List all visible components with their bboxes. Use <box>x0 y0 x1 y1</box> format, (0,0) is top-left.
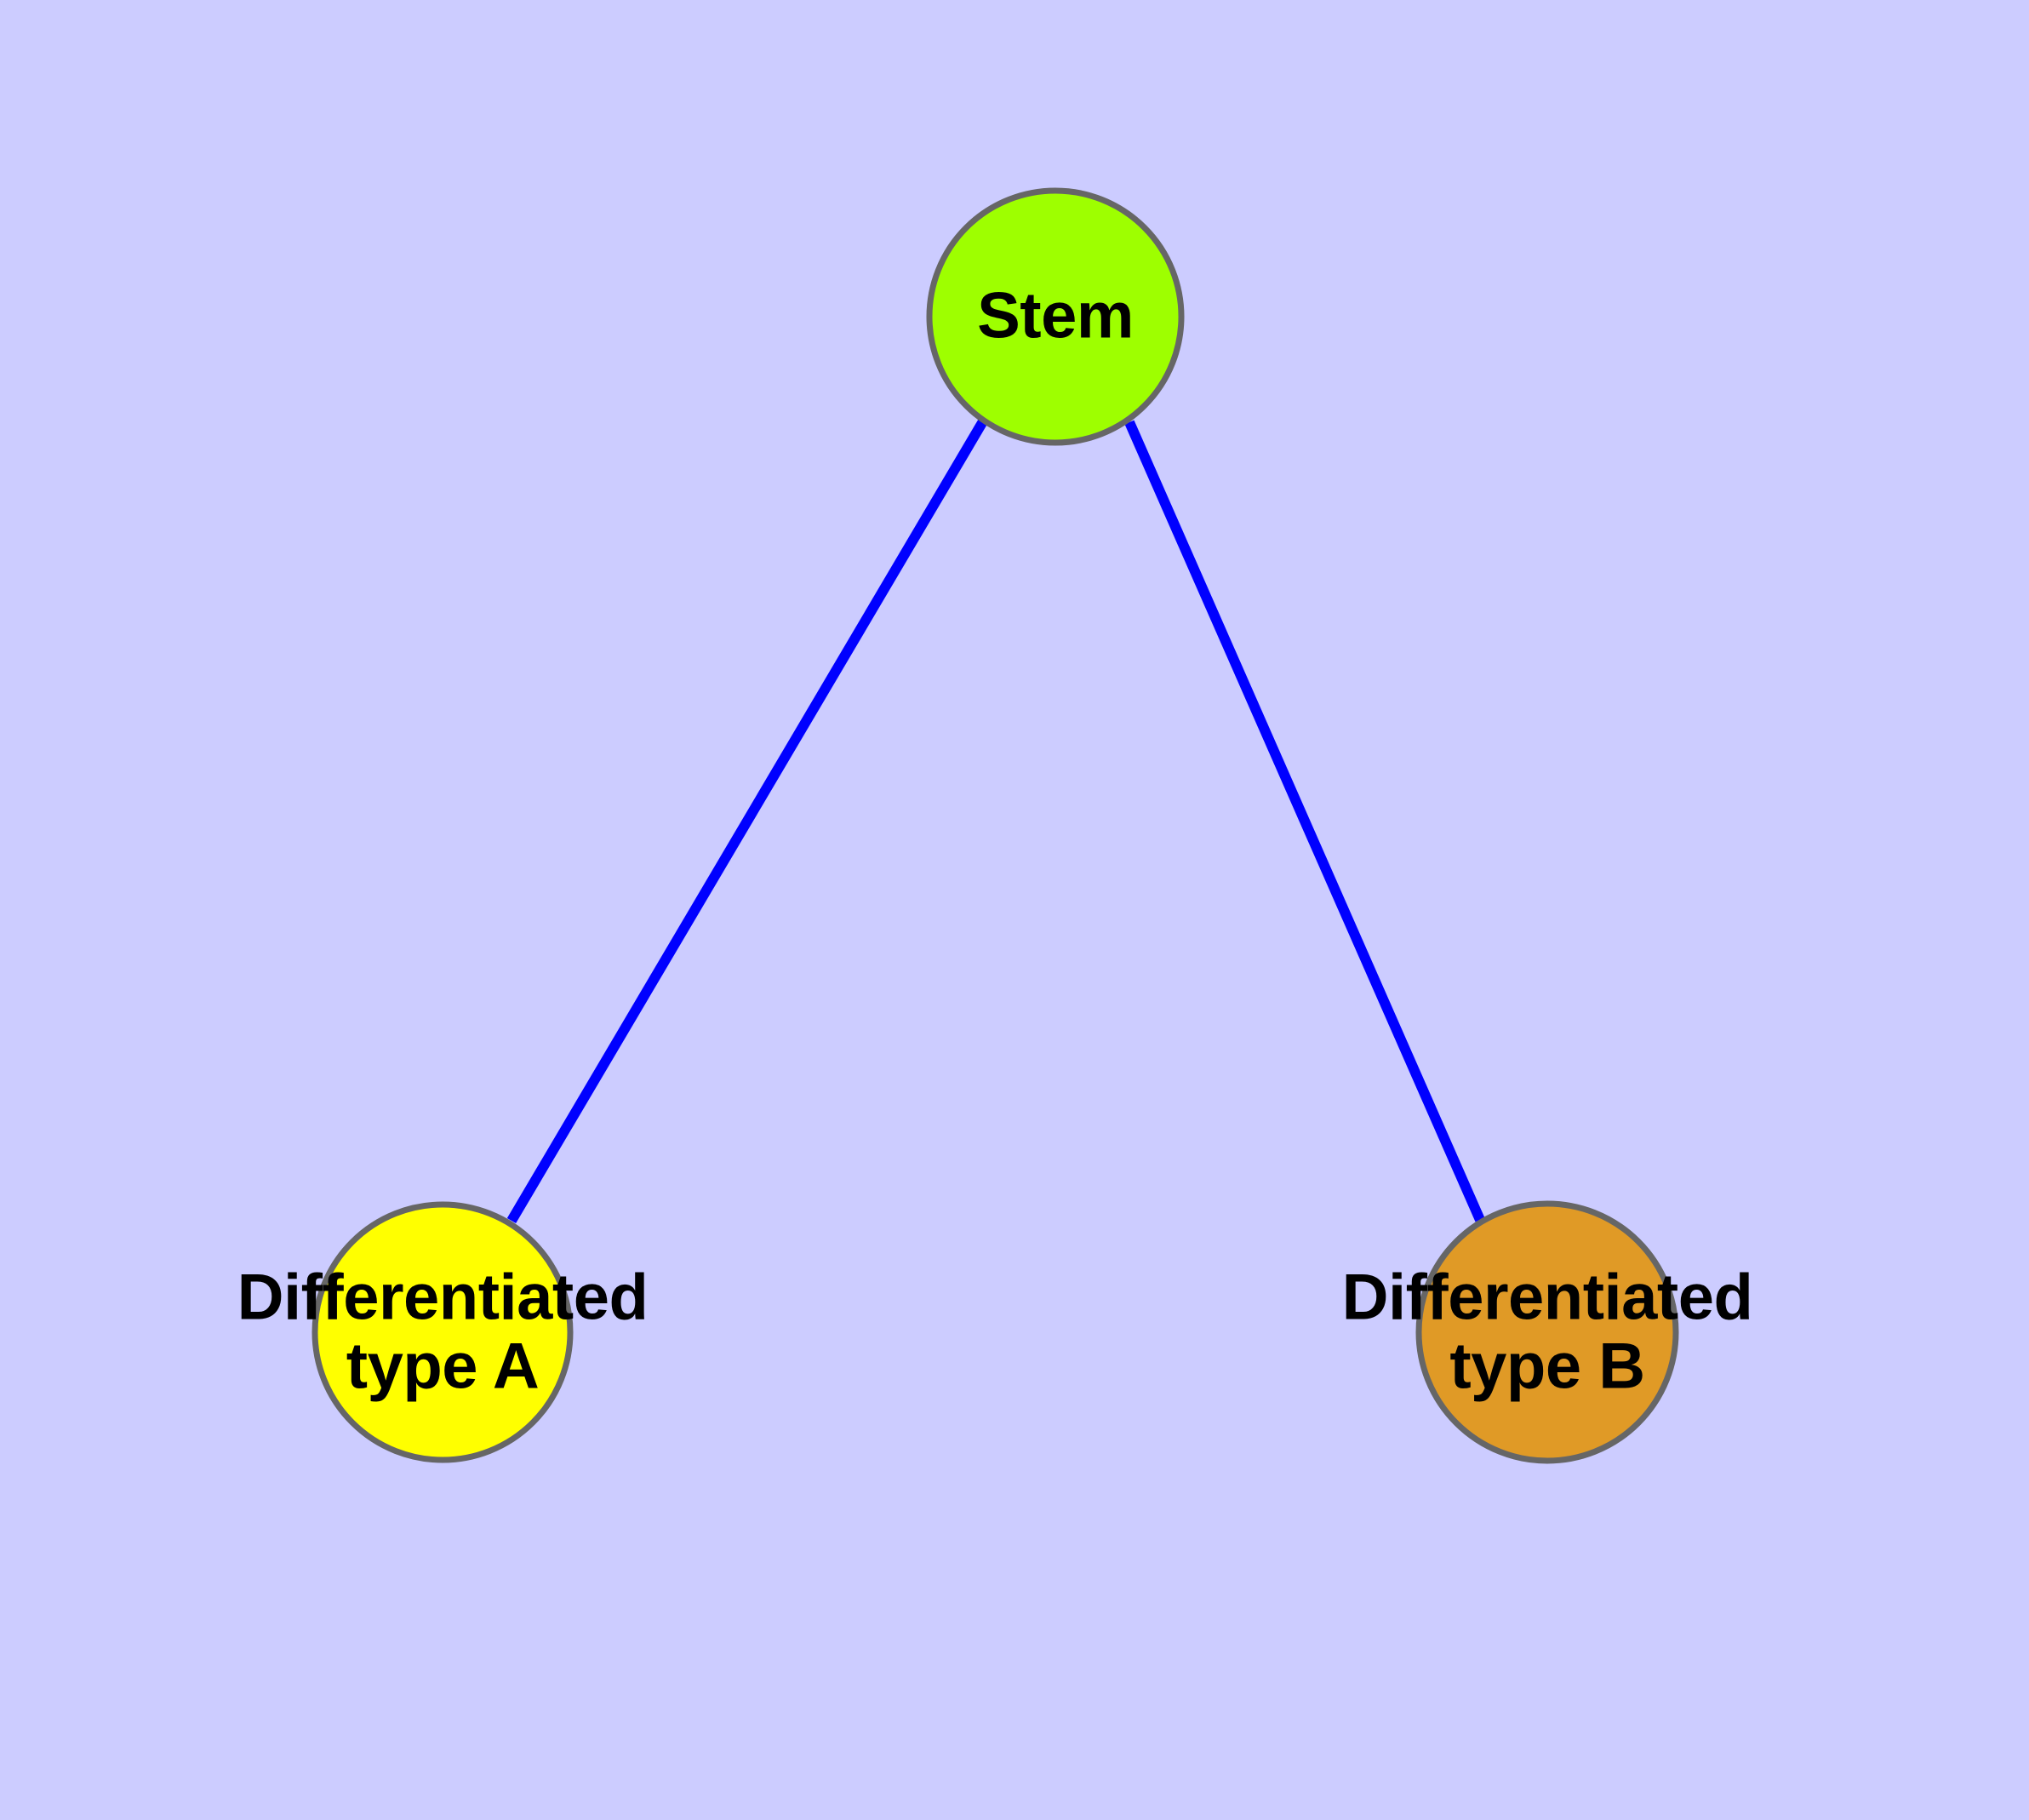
node-differentiated-type-a[interactable] <box>311 1201 574 1463</box>
node-differentiated-type-b[interactable] <box>1415 1200 1679 1464</box>
edges-group <box>506 418 1485 1224</box>
edge-stem-to-type-b <box>1124 420 1485 1222</box>
node-stem[interactable] <box>926 187 1185 446</box>
edge-stem-to-type-a <box>506 418 988 1224</box>
nodes-group <box>311 187 1679 1464</box>
